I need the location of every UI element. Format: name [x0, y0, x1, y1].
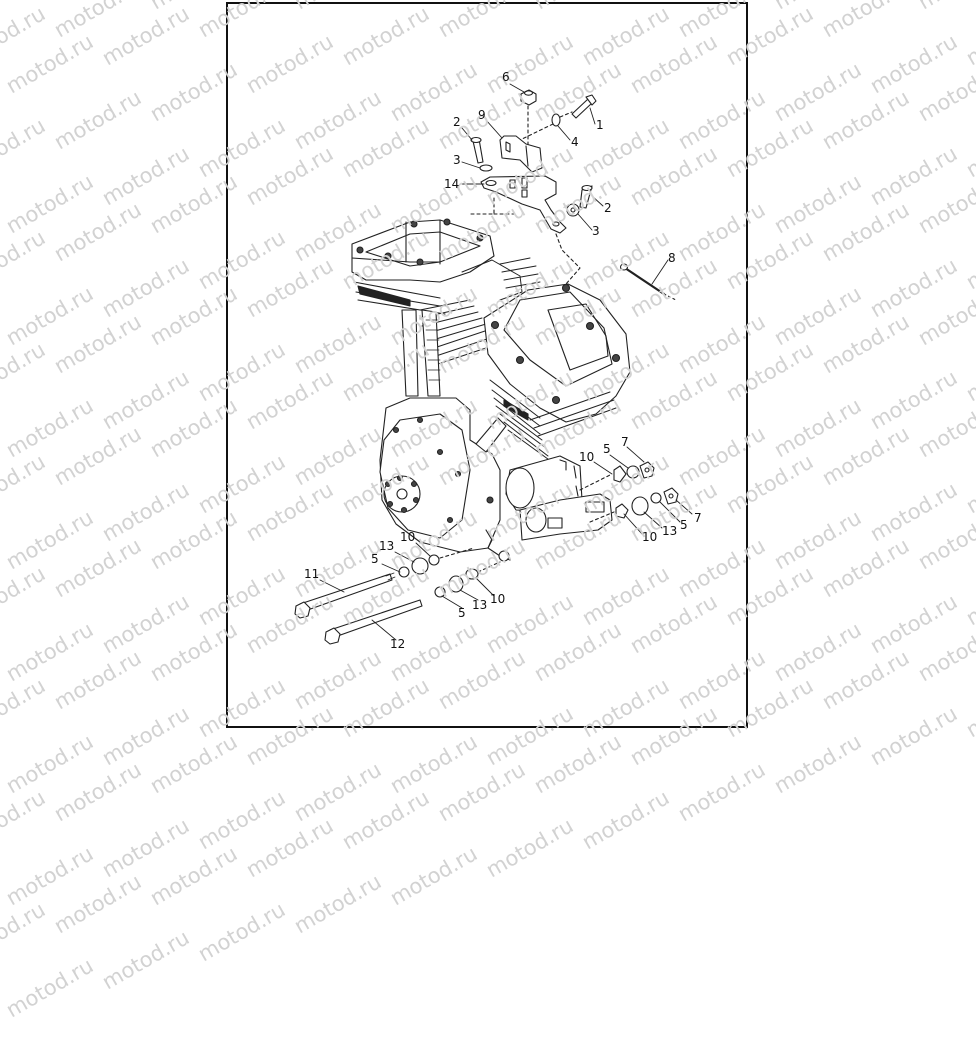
part-callout-12[interactable]: 12: [390, 637, 406, 651]
part-callout-13[interactable]: 13: [379, 539, 395, 553]
part-callout-5[interactable]: 5: [371, 552, 379, 566]
watermark-text: motod.ru: [530, 729, 626, 799]
bolt-part-8: [619, 263, 677, 301]
watermark-text: motod.ru: [338, 785, 434, 855]
part-callout-8[interactable]: 8: [668, 251, 676, 265]
watermark-text: motod.ru: [242, 813, 338, 883]
watermark-text: motod.ru: [290, 869, 386, 939]
watermark-text: motod.ru: [0, 869, 1, 938]
watermark-text: motod.ru: [146, 841, 242, 911]
nut-part-6: [520, 89, 537, 106]
part-callout-5[interactable]: 5: [458, 606, 466, 620]
leader-lines: [319, 83, 693, 641]
watermark-text: motod.ru: [98, 813, 194, 883]
diagram-frame: [226, 2, 748, 728]
watermark-text: motod.ru: [2, 729, 98, 799]
watermark-text: motod.ru: [0, 785, 50, 855]
part-callout-10[interactable]: 10: [579, 450, 595, 464]
watermark-text: motod.ru: [98, 925, 194, 995]
part-callout-5[interactable]: 5: [603, 442, 611, 456]
plate-part-14: [480, 175, 567, 234]
watermark-text: motod.ru: [194, 785, 290, 855]
part-callout-1[interactable]: 1: [596, 118, 604, 132]
bolt-part-1: [571, 94, 597, 119]
washer-part-4: [551, 113, 561, 127]
part-callout-13[interactable]: 13: [662, 524, 678, 538]
watermark-text: motod.ru: [290, 757, 386, 827]
part-callout-2[interactable]: 2: [604, 201, 612, 215]
part-callout-10[interactable]: 10: [490, 592, 506, 606]
watermark-text: motod.ru: [50, 869, 146, 939]
upper-mount-hardware: [467, 89, 677, 301]
engine-exploded-diagram: [294, 83, 693, 645]
lower-left-hardware: [294, 547, 501, 645]
watermark-text: motod.ru: [0, 897, 50, 967]
part-callout-11[interactable]: 11: [304, 567, 320, 581]
part-callout-10[interactable]: 10: [642, 530, 658, 544]
part-callout-3[interactable]: 3: [592, 224, 600, 238]
washer-part-3-right: [566, 203, 580, 217]
part-callout-13[interactable]: 13: [472, 598, 488, 612]
watermark-text: motod.ru: [0, 757, 1, 826]
watermark-text: motod.ru: [674, 757, 770, 827]
part-callout-3[interactable]: 3: [453, 153, 461, 167]
watermark-text: motod.ru: [2, 953, 98, 1023]
watermark-text: motod.ru: [482, 813, 578, 883]
part-callout-2[interactable]: 2: [453, 115, 461, 129]
watermark-text: motod.ru: [50, 757, 146, 827]
watermark-text: motod.ru: [578, 785, 674, 855]
engine-assembly: [351, 218, 631, 562]
part-callout-7[interactable]: 7: [621, 435, 629, 449]
watermark-text: motod.ru: [194, 897, 290, 967]
watermark-text: motod.ru: [2, 841, 98, 911]
part-callout-4[interactable]: 4: [571, 135, 579, 149]
part-callout-14[interactable]: 14: [444, 177, 460, 191]
part-callout-5[interactable]: 5: [680, 518, 688, 532]
watermark-text: motod.ru: [146, 729, 242, 799]
watermark-text: motod.ru: [0, 981, 1, 1050]
watermark-text: motod.ru: [770, 729, 866, 799]
part-callout-10[interactable]: 10: [400, 530, 416, 544]
bolt-part-2-left: [470, 136, 484, 164]
bolt-part-2-right: [579, 184, 593, 209]
watermark-text: motod.ru: [386, 841, 482, 911]
part-callout-7[interactable]: 7: [694, 511, 702, 525]
part-callout-6[interactable]: 6: [502, 70, 510, 84]
watermark-text: motod.ru: [386, 729, 482, 799]
part-callout-9[interactable]: 9: [478, 108, 486, 122]
bracket-part-9: [499, 135, 543, 173]
watermark-text: motod.ru: [434, 757, 530, 827]
